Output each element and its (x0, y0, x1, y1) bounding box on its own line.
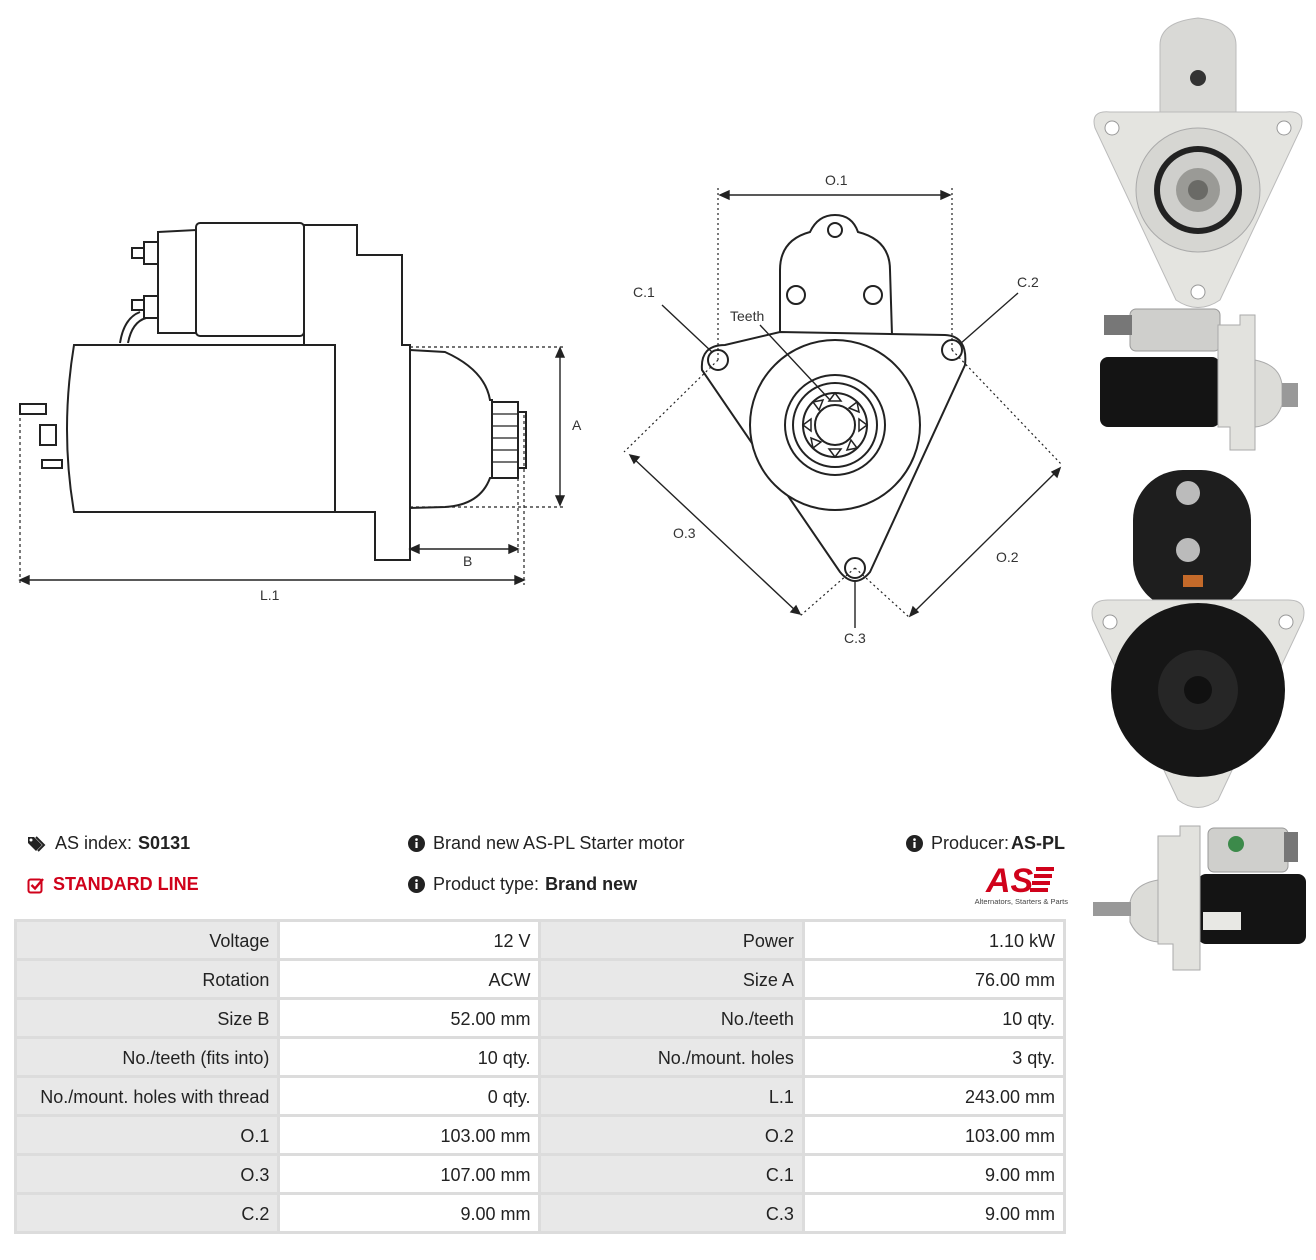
product-type-label: Product type: (433, 874, 540, 894)
spec-label: No./mount. holes (541, 1039, 802, 1075)
product-photo-side (1100, 308, 1298, 451)
as-index-label: AS index: (55, 833, 133, 853)
dim-label-teeth: Teeth (730, 308, 764, 324)
spec-label: Rotation (17, 961, 278, 997)
spec-value: 103.00 mm (280, 1117, 539, 1153)
spec-value: ACW (280, 961, 539, 997)
standard-line-label: STANDARD LINE (53, 874, 199, 894)
spec-value: 107.00 mm (280, 1156, 539, 1192)
logo-tagline: Alternators, Starters & Parts (974, 897, 1068, 906)
dim-label-o3: O.3 (673, 525, 696, 541)
spec-label: Size A (541, 961, 802, 997)
spec-label: Power (541, 922, 802, 958)
dim-label-c2: C.2 (1017, 274, 1039, 290)
table-row: No./teeth (fits into)10 qty.No./mount. h… (17, 1039, 1063, 1075)
spec-label: O.2 (541, 1117, 802, 1153)
dim-label-c3: C.3 (844, 630, 866, 646)
as-index-value: S0131 (138, 833, 191, 853)
product-photo-top (1093, 825, 1306, 971)
spec-value: 9.00 mm (804, 1156, 1063, 1192)
dim-label-l1: L.1 (260, 587, 280, 603)
info-circle-icon (906, 835, 923, 852)
spec-label: O.1 (17, 1117, 278, 1153)
spec-value: 12 V (280, 922, 539, 958)
spec-label: C.1 (541, 1156, 802, 1192)
product-photo-rear (1091, 470, 1305, 808)
spec-label: Size B (17, 1000, 278, 1036)
product-photo-front (1093, 17, 1303, 308)
spec-label: No./teeth (541, 1000, 802, 1036)
spec-value: 0 qty. (280, 1078, 539, 1114)
spec-value: 10 qty. (804, 1000, 1063, 1036)
as-logo: AS Alternators, Starters & Parts (964, 862, 1068, 908)
spec-value: 243.00 mm (804, 1078, 1063, 1114)
spec-label: C.2 (17, 1195, 278, 1231)
logo-text: AS (985, 862, 1034, 896)
spec-label: L.1 (541, 1078, 802, 1114)
dim-label-o1: O.1 (825, 172, 848, 188)
producer: Producer: AS-PL (906, 833, 1065, 854)
spec-label: Voltage (17, 922, 278, 958)
product-type-value: Brand new (545, 874, 638, 894)
spec-label: C.3 (541, 1195, 802, 1231)
dim-label-a: A (572, 417, 582, 433)
side-view-drawing: A B L.1 (18, 222, 582, 603)
standard-line: STANDARD LINE (27, 874, 199, 895)
front-view-drawing: O.1 C.1 C.2 Teeth O.3 O.2 C.3 (623, 172, 1063, 646)
as-index: AS index: S0131 (27, 833, 190, 854)
info-circle-icon (408, 835, 425, 852)
spec-label: O.3 (17, 1156, 278, 1192)
producer-label: Producer: (931, 833, 1010, 853)
spec-value: 1.10 kW (804, 922, 1063, 958)
check-square-icon (27, 877, 44, 893)
tags-icon (28, 835, 46, 852)
product-description: Brand new AS-PL Starter motor (408, 833, 684, 854)
dim-label-b: B (463, 553, 472, 569)
spec-value: 9.00 mm (804, 1195, 1063, 1231)
dim-label-c1: C.1 (633, 284, 655, 300)
spec-value: 10 qty. (280, 1039, 539, 1075)
description-text: Brand new AS-PL Starter motor (433, 833, 685, 853)
producer-value: AS-PL (1011, 833, 1066, 853)
spec-value: 3 qty. (804, 1039, 1063, 1075)
dim-label-o2: O.2 (996, 549, 1019, 565)
info-circle-icon (408, 876, 425, 893)
spec-value: 76.00 mm (804, 961, 1063, 997)
as-logo-mark: AS (985, 862, 1054, 896)
spec-value: 9.00 mm (280, 1195, 539, 1231)
spec-label: No./mount. holes with thread (17, 1078, 278, 1114)
product-type: Product type: Brand new (408, 874, 637, 895)
spec-label: No./teeth (fits into) (17, 1039, 278, 1075)
spec-value: 52.00 mm (280, 1000, 539, 1036)
spec-value: 103.00 mm (804, 1117, 1063, 1153)
